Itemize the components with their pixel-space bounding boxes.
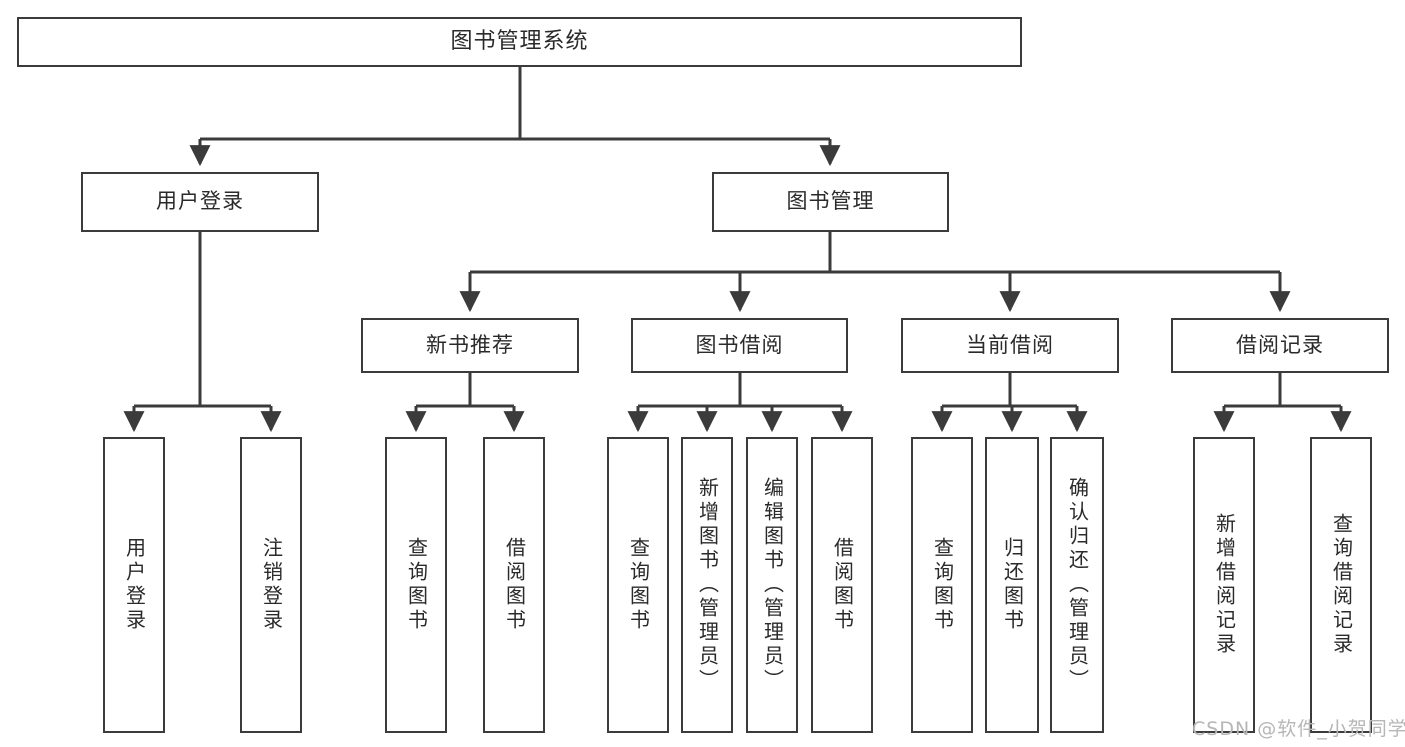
node-root-system-label: 图书管理系统	[450, 28, 589, 54]
node-book-borrow-label: 图书借阅	[695, 332, 784, 357]
node-borrow-record[interactable]: 借阅记录	[1171, 318, 1389, 373]
leaf-add-book-label: 新增图书（管理员）	[695, 477, 720, 693]
leaf-query-book-a-label: 查询图书	[404, 537, 429, 633]
node-book-borrow[interactable]: 图书借阅	[631, 318, 848, 373]
leaf-logout[interactable]: 注销登录	[240, 437, 302, 733]
leaf-query-record-label: 查询借阅记录	[1329, 513, 1354, 657]
leaf-query-record[interactable]: 查询借阅记录	[1310, 437, 1372, 733]
leaf-edit-book-label: 编辑图书（管理员）	[760, 477, 785, 693]
leaf-borrow-book-b[interactable]: 借阅图书	[811, 437, 873, 733]
leaf-logout-label: 注销登录	[259, 537, 284, 633]
leaf-confirm-return-label: 确认归还（管理员）	[1065, 477, 1090, 693]
leaf-borrow-book-a[interactable]: 借阅图书	[483, 437, 545, 733]
leaf-confirm-return[interactable]: 确认归还（管理员）	[1050, 437, 1104, 733]
node-root-system[interactable]: 图书管理系统	[17, 17, 1022, 67]
leaf-return-book[interactable]: 归还图书	[985, 437, 1039, 733]
leaf-add-book[interactable]: 新增图书（管理员）	[681, 437, 733, 733]
leaf-edit-book[interactable]: 编辑图书（管理员）	[746, 437, 798, 733]
node-book-management[interactable]: 图书管理	[712, 172, 949, 232]
leaf-add-record-label: 新增借阅记录	[1212, 513, 1237, 657]
leaf-user-login[interactable]: 用户登录	[103, 437, 165, 733]
node-new-book-recommend-label: 新书推荐	[426, 332, 514, 357]
node-new-book-recommend[interactable]: 新书推荐	[361, 318, 579, 373]
leaf-query-book-a[interactable]: 查询图书	[385, 437, 447, 733]
leaf-query-book-c-label: 查询图书	[930, 537, 955, 633]
leaf-borrow-book-b-label: 借阅图书	[830, 537, 855, 633]
node-user-login-label: 用户登录	[156, 189, 244, 214]
node-current-borrow-label: 当前借阅	[966, 332, 1054, 357]
node-user-login[interactable]: 用户登录	[81, 172, 319, 232]
node-current-borrow[interactable]: 当前借阅	[901, 318, 1119, 373]
leaf-query-book-b[interactable]: 查询图书	[607, 437, 669, 733]
node-book-management-label: 图书管理	[786, 189, 875, 214]
leaf-query-book-c[interactable]: 查询图书	[911, 437, 973, 733]
leaf-borrow-book-a-label: 借阅图书	[502, 537, 527, 633]
leaf-add-record[interactable]: 新增借阅记录	[1193, 437, 1255, 733]
csdn-watermark: CSDN @软件_小贺同学	[1192, 718, 1405, 740]
leaf-query-book-b-label: 查询图书	[626, 537, 651, 633]
leaf-user-login-label: 用户登录	[122, 537, 147, 633]
leaf-return-book-label: 归还图书	[1000, 537, 1025, 633]
node-borrow-record-label: 借阅记录	[1236, 332, 1324, 357]
